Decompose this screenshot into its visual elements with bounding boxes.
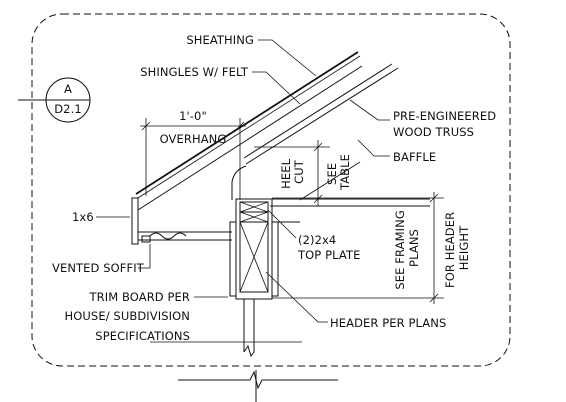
wall-assembly [229,198,300,358]
top-plate-label-line1: (2)2x4 [298,233,336,247]
top-plate-label-line2: TOP PLATE [297,248,360,262]
header-height-text: FOR HEADER HEIGHT [443,208,471,288]
header-height-dimension: SEE FRAMING PLANS FOR HEADER HEIGHT [272,192,471,304]
trim-label-line1: TRIM BOARD PER [89,290,190,304]
fascia-label: 1x6 [72,210,94,224]
truss-label-line2: WOOD TRUSS [393,125,474,139]
break-line [178,370,338,402]
overhang-label: OVERHANG [160,132,227,146]
callout-letter: A [64,82,72,96]
callout-sheet: D2.1 [54,102,82,116]
vented-soffit-callout: VENTED SOFFIT [52,244,151,275]
sheathing-label: SHEATHING [186,33,254,47]
see-table-text: SEE TABLE [325,154,352,191]
shingles-label: SHINGLES W/ FELT [140,65,249,79]
baffle-callout: BAFFLE [357,139,436,164]
truss-callout: PRE-ENGINEERED WOOD TRUSS [349,99,496,139]
vented-soffit-label: VENTED SOFFIT [52,261,145,275]
header-callout: HEADER PER PLANS [265,271,446,330]
overhang-dimension: 1'-0" OVERHANG [140,109,246,200]
trim-label-line2: HOUSE/ SUBDIVISION [65,309,190,323]
truss-label-line1: PRE-ENGINEERED [393,109,496,123]
shingles-callout: SHINGLES W/ FELT [140,65,301,105]
baffle-label: BAFFLE [393,150,436,164]
overhang-value: 1'-0" [179,109,207,123]
top-plate-callout: (2)2x4 TOP PLATE [267,209,360,262]
trim-board-callout: TRIM BOARD PER HOUSE/ SUBDIVISION SPECIF… [65,290,302,343]
roof-assembly [131,51,430,245]
detail-boundary [31,13,511,367]
trim-label-line3: SPECIFICATIONS [95,329,190,343]
heel-dimension: HEEL CUT SEE TABLE [254,140,352,206]
header-per-plans-label: HEADER PER PLANS [330,316,446,330]
heel-cut-text: HEEL CUT [279,155,306,189]
see-framing-text: SEE FRAMING PLANS [393,206,421,289]
fascia-callout: 1x6 [72,210,130,224]
detail-callout: A D2.1 [18,77,91,123]
sheathing-callout: SHEATHING [186,33,317,77]
